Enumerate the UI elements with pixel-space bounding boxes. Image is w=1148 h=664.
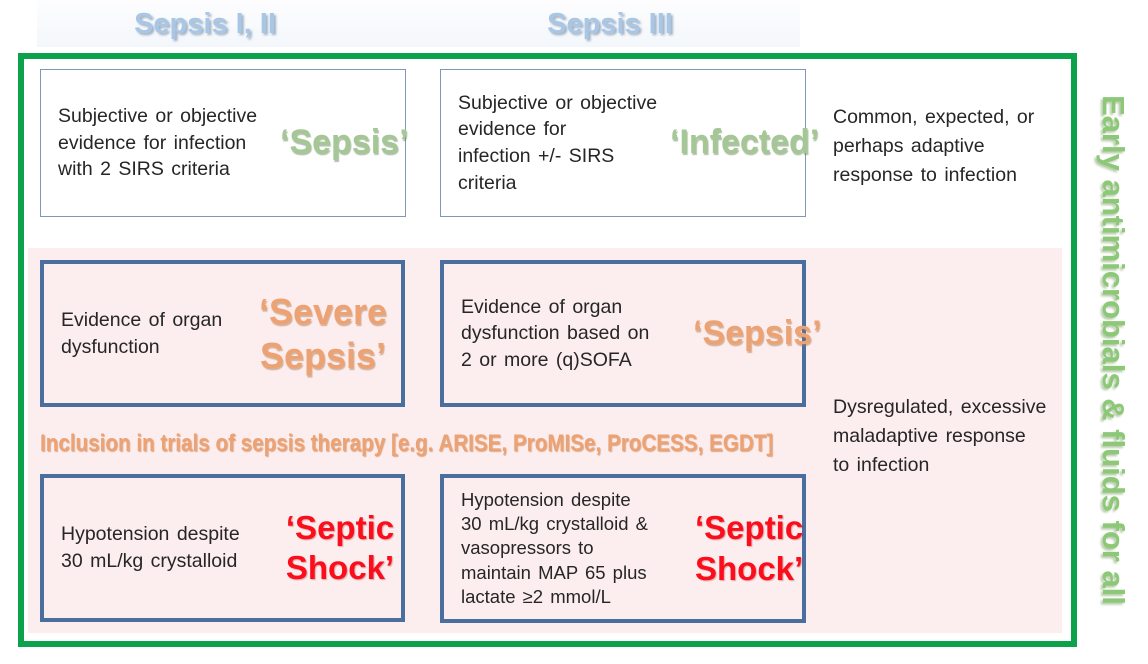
organ-new-description: Evidence of organ dysfunction based on 2… [461, 295, 650, 371]
trials-inclusion-note: Inclusion in trials of sepsis therapy [e… [40, 430, 774, 457]
septic-shock-new-term: ‘Septic Shock’ [695, 509, 804, 587]
septic-shock-old-term: ‘Septic Shock’ [285, 508, 395, 586]
shock-new-description: Hypotension despite 30 mL/kg crystalloid… [461, 489, 648, 607]
severe-sepsis-term: ‘Severe Sepsis’ [258, 290, 388, 376]
box-organ-sepsis12: Evidence of organ dysfunction ‘Severe Se… [40, 260, 405, 407]
vertical-banner: Early antimicrobials & fluids for all [1096, 95, 1131, 605]
box-shock-sepsis12: Hypotension despite 30 mL/kg crystalloid… [40, 474, 405, 622]
note-adaptive-response: Common, expected, or perhaps adaptive re… [833, 106, 1035, 186]
infection-new-description: Subjective or objective evidence for inf… [458, 91, 658, 194]
infected-term: ‘Infected’ [670, 123, 820, 162]
note-dysregulated-response: Dysregulated, excessive maladaptive resp… [833, 396, 1047, 476]
column-title-sepsis-1-2: Sepsis I, II [134, 8, 276, 40]
box-infection-sepsis12: Subjective or objective evidence for inf… [40, 69, 409, 217]
box-infection-sepsis3: Subjective or objective evidence for inf… [440, 69, 819, 217]
box-organ-sepsis3: Evidence of organ dysfunction based on 2… [440, 260, 822, 407]
infection-old-description: Subjective or objective evidence for inf… [58, 105, 258, 181]
header-strip [37, 0, 800, 47]
sepsis-old-term: ‘Sepsis’ [280, 123, 409, 162]
organ-old-description: Evidence of organ dysfunction [61, 308, 223, 358]
sepsis-new-term: ‘Sepsis’ [693, 313, 822, 352]
shock-old-description: Hypotension despite 30 mL/kg crystalloid [61, 523, 240, 572]
column-title-sepsis-3: Sepsis III [547, 8, 673, 40]
main-frame [18, 53, 1077, 647]
box-shock-sepsis3: Hypotension despite 30 mL/kg crystalloid… [440, 474, 806, 623]
